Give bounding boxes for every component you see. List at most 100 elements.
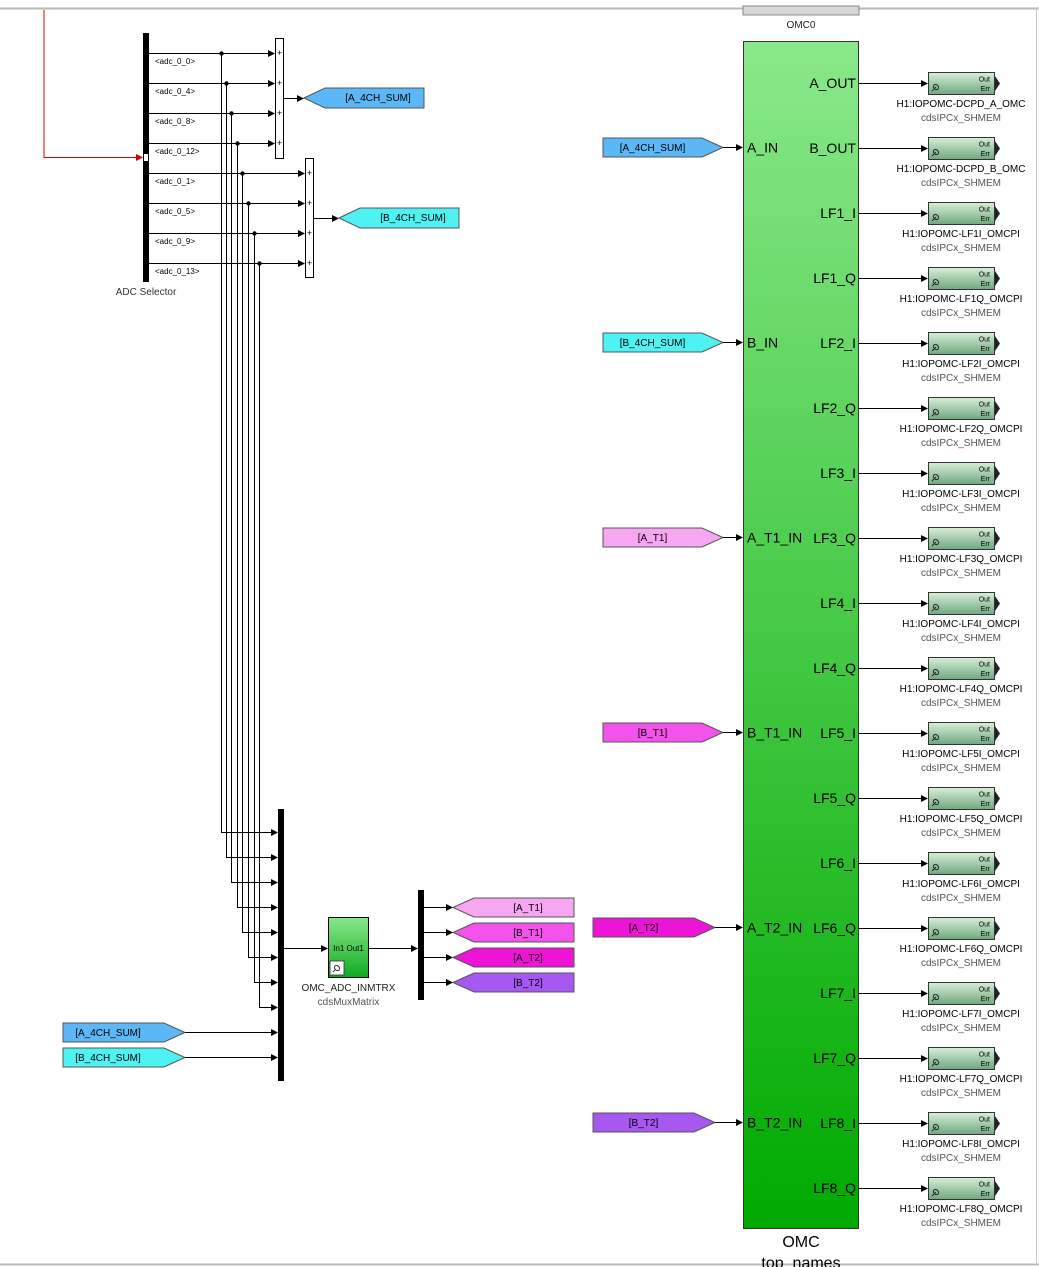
shmem-block-body[interactable]	[928, 852, 995, 875]
shmem-block-name: H1:IOPOMC-LF7Q_OMCPI	[900, 1074, 1023, 1085]
shmem-block-body[interactable]	[928, 917, 995, 940]
omc-input-from-tag-label: [A_4CH_SUM]	[620, 143, 686, 154]
from-b-4ch-sum[interactable]	[62, 1047, 187, 1068]
shmem-block-lib: cdsIPCx_SHMEM	[921, 1023, 1001, 1034]
shmem-out-port-label: Out	[979, 1052, 990, 1059]
shmem-block-body[interactable]	[928, 722, 995, 745]
sum-block-a-signs: ++++	[277, 48, 282, 148]
omc-subsystem-block[interactable]	[743, 41, 859, 1229]
omc-output-arrow	[921, 990, 928, 997]
goto-b-t2[interactable]	[451, 972, 575, 993]
shmem-block-body[interactable]	[928, 982, 995, 1005]
sum-block-a[interactable]	[275, 38, 284, 159]
shmem-err-port-label: Err	[981, 346, 991, 353]
shmem-err-port-label: Err	[981, 996, 991, 1003]
link-icon	[931, 343, 940, 352]
shmem-block-body[interactable]	[928, 787, 995, 810]
omc-input-from-tag[interactable]	[602, 137, 725, 158]
mux-block[interactable]	[278, 809, 284, 1081]
link-icon	[931, 668, 940, 677]
omc-output-arrow	[921, 730, 928, 737]
shmem-block-body[interactable]	[928, 1112, 995, 1135]
shmem-block-name: H1:IOPOMC-LF3I_OMCPI	[902, 489, 1020, 500]
goto-a-t2[interactable]	[451, 947, 575, 968]
goto-a-t1[interactable]	[451, 897, 575, 918]
shmem-out-port-label: Out	[979, 727, 990, 734]
adc-branch-wires	[221, 53, 271, 1008]
from-a-4ch-sum[interactable]	[62, 1022, 187, 1043]
omc-input-arrow	[736, 144, 743, 151]
shmem-block-body[interactable]	[928, 72, 995, 95]
goto-b-t1-label: [B_T1]	[513, 928, 543, 939]
shmem-block-body[interactable]	[928, 202, 995, 225]
shmem-block-body[interactable]	[928, 332, 995, 355]
shmem-output-port-icon	[995, 596, 1000, 611]
shmem-block-body[interactable]	[928, 397, 995, 420]
shmem-output-port-icon	[995, 856, 1000, 871]
shmem-block-body[interactable]	[928, 1177, 995, 1200]
shmem-block-lib: cdsIPCx_SHMEM	[921, 893, 1001, 904]
goto-b-4ch-sum[interactable]	[337, 207, 460, 229]
link-icon	[931, 408, 940, 417]
matrix-port-labels: In1 Out1	[333, 944, 364, 953]
omc-input-from-tag[interactable]	[602, 722, 725, 743]
link-icon	[931, 863, 940, 872]
omc-input-from-tag[interactable]	[592, 917, 717, 938]
shmem-out-port-label: Out	[979, 402, 990, 409]
shmem-block-lib: cdsIPCx_SHMEM	[921, 763, 1001, 774]
shmem-block-body[interactable]	[928, 462, 995, 485]
shmem-block-lib: cdsIPCx_SHMEM	[921, 308, 1001, 319]
svg-text:+: +	[307, 258, 312, 268]
goto-b-t1[interactable]	[451, 922, 575, 943]
link-icon	[931, 538, 940, 547]
adc-selector-inport	[143, 153, 149, 162]
omc-input-from-tag[interactable]	[602, 527, 725, 548]
omc-input-arrow	[736, 1119, 743, 1126]
shmem-output-port-icon	[995, 401, 1000, 416]
demux-output-arrows	[446, 904, 453, 986]
omc0-block[interactable]	[742, 5, 860, 16]
shmem-block-body[interactable]	[928, 592, 995, 615]
omc-output-port-label: LF3_Q	[813, 530, 856, 546]
shmem-err-port-label: Err	[981, 1191, 991, 1198]
sum-block-b[interactable]	[305, 158, 314, 278]
link-icon	[931, 733, 940, 742]
shmem-block-body[interactable]	[928, 137, 995, 160]
omc-input-port-label: B_T1_IN	[747, 725, 802, 741]
shmem-block-body[interactable]	[928, 267, 995, 290]
adc-output-lines	[149, 53, 298, 264]
adc-port-label: <adc_0_1>	[155, 177, 195, 186]
goto-a-4ch-sum-label: [A_4CH_SUM]	[345, 93, 411, 104]
shmem-block-body[interactable]	[928, 527, 995, 550]
shmem-block-body[interactable]	[928, 1047, 995, 1070]
shmem-block-body[interactable]	[928, 657, 995, 680]
goto-a-4ch-sum[interactable]	[302, 87, 425, 109]
matrix-lib: cdsMuxMatrix	[318, 997, 380, 1008]
omc-input-from-tag-label: [A_T1]	[638, 533, 668, 544]
shmem-err-port-label: Err	[981, 736, 991, 743]
omc-input-port-label: A_T2_IN	[747, 920, 802, 936]
demux-block[interactable]	[418, 890, 424, 1000]
link-icon	[931, 603, 940, 612]
omc-input-from-tag[interactable]	[592, 1112, 717, 1133]
omc-input-from-tag[interactable]	[602, 332, 725, 353]
omc-output-arrow	[921, 1055, 928, 1062]
